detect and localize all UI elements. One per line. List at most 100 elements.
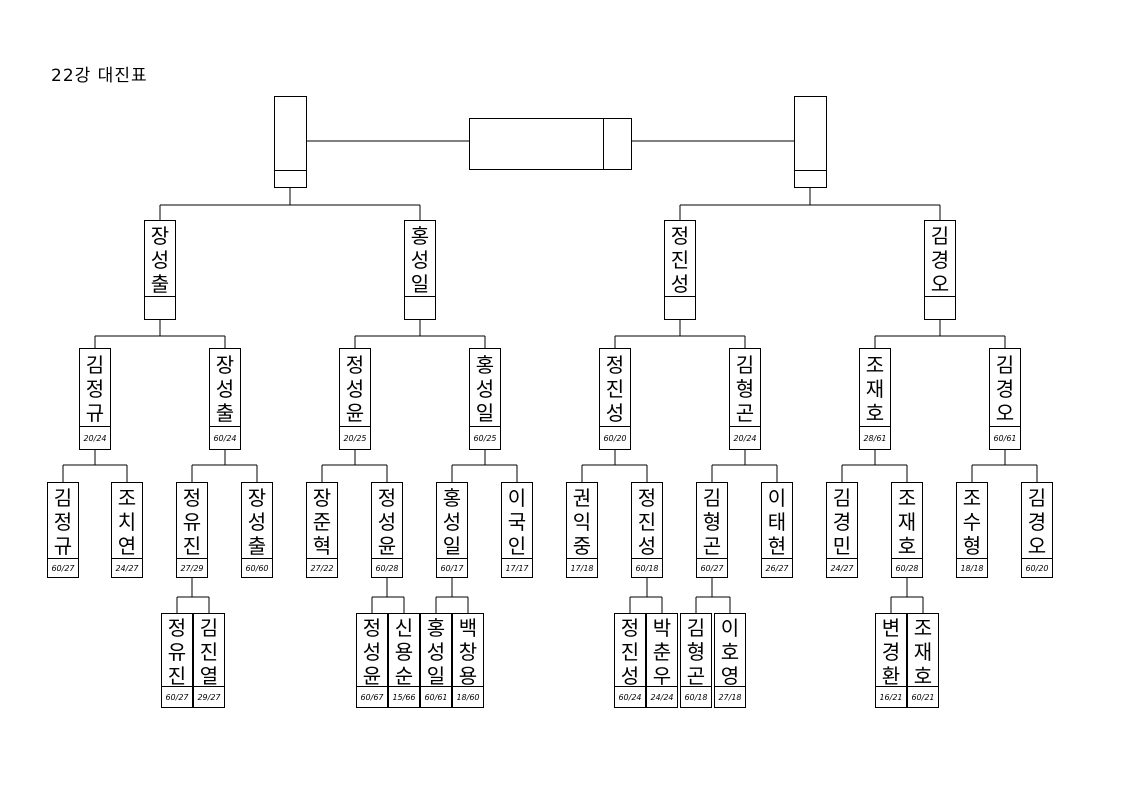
- player-score: 24/24: [647, 686, 677, 707]
- player-score: 20/24: [730, 426, 760, 449]
- semifinal-score-divider: [275, 170, 306, 171]
- player-score: 60/27: [48, 558, 78, 577]
- player-score: 60/27: [697, 558, 727, 577]
- player-score: 27/22: [307, 558, 337, 577]
- player-score: 60/61: [990, 426, 1020, 449]
- player-score: 60/24: [615, 686, 645, 707]
- player-score: 60/18: [681, 686, 711, 707]
- player-score: 16/21: [876, 686, 906, 707]
- player-score: 27/29: [177, 558, 207, 577]
- player-score: 60/24: [210, 426, 240, 449]
- player-score: 60/25: [470, 426, 500, 449]
- player-score: 17/17: [502, 558, 532, 577]
- player-score: 60/18: [632, 558, 662, 577]
- player-score: 60/28: [372, 558, 402, 577]
- player-score: [665, 296, 695, 319]
- player-score: 26/27: [762, 558, 792, 577]
- player-score: 28/61: [860, 426, 890, 449]
- player-score: 60/17: [437, 558, 467, 577]
- final-score-divider: [603, 119, 604, 169]
- player-score: 60/27: [162, 686, 192, 707]
- player-score: 60/60: [242, 558, 272, 577]
- player-score: 60/28: [892, 558, 922, 577]
- player-score: 60/20: [1022, 558, 1052, 577]
- bracket-title: 22강 대진표: [51, 66, 148, 86]
- semifinal-score-divider: [795, 170, 826, 171]
- semifinal-box: [794, 96, 827, 188]
- player-score: 60/67: [357, 686, 387, 707]
- final-box: [469, 118, 632, 170]
- player-score: 60/21: [908, 686, 938, 707]
- player-score: 17/18: [567, 558, 597, 577]
- player-score: 20/24: [80, 426, 110, 449]
- player-score: [925, 296, 955, 319]
- player-score: 18/60: [453, 686, 483, 707]
- player-score: 18/18: [957, 558, 987, 577]
- player-score: 24/27: [827, 558, 857, 577]
- player-score: 15/66: [389, 686, 419, 707]
- player-score: [145, 296, 175, 319]
- player-score: [405, 296, 435, 319]
- player-score: 20/25: [340, 426, 370, 449]
